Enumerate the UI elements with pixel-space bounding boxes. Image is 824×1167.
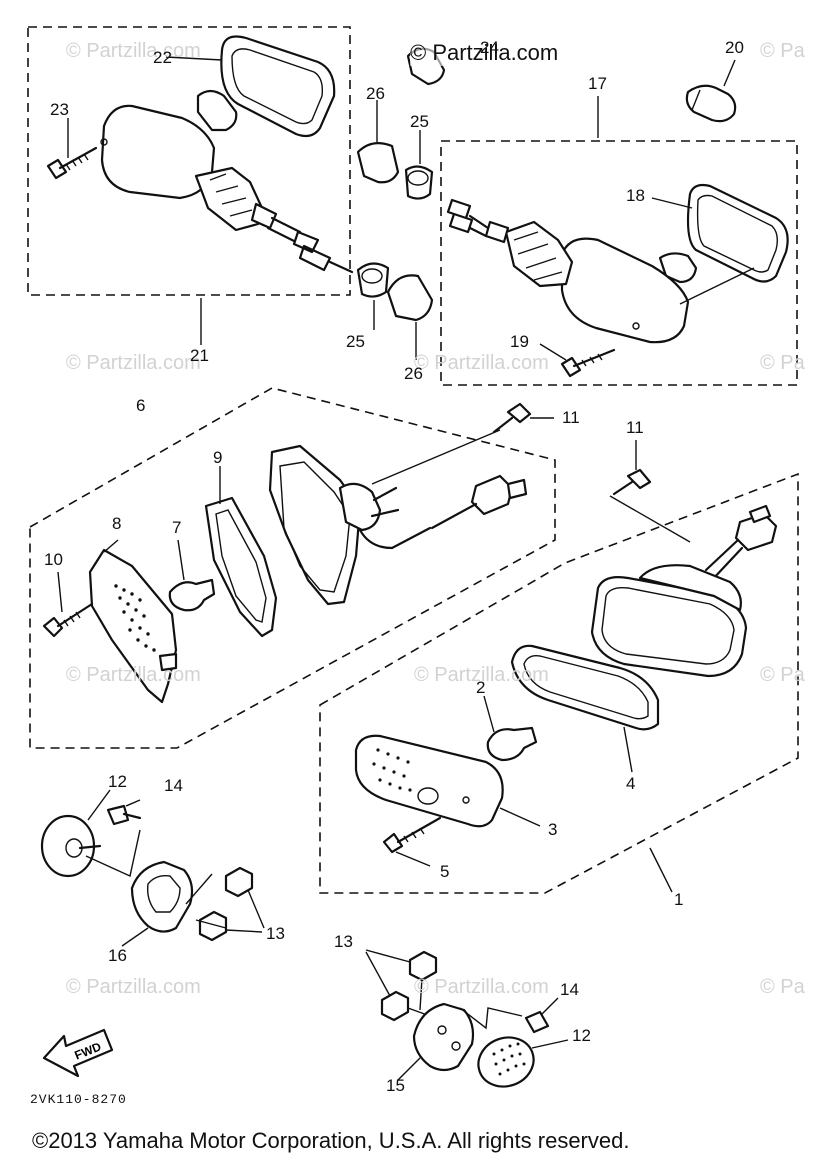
watermark: © Pa — [760, 664, 805, 686]
callout-12: 12 — [572, 1026, 591, 1045]
signal-body-17 — [446, 198, 690, 344]
bulb-right — [658, 252, 698, 284]
screw-23 — [46, 146, 98, 180]
callout-20: 20 — [725, 38, 744, 57]
signal-housing-1 — [590, 564, 748, 678]
callout-3: 3 — [548, 820, 558, 839]
callout-11: 11 — [626, 418, 644, 437]
callout-11: 11 — [562, 408, 580, 427]
callout-25: 25 — [346, 332, 365, 351]
callout-7: 7 — [172, 518, 182, 537]
connector-6 — [430, 474, 528, 530]
callout-24: 24 — [480, 38, 499, 57]
signal-lens-18 — [686, 183, 789, 283]
callout-13: 13 — [266, 924, 285, 943]
callout-9: 9 — [213, 448, 223, 467]
nut-13-upper — [224, 866, 254, 898]
diagram-code: 2VK110-8270 — [30, 1092, 127, 1107]
grommet-26-bottom — [386, 274, 434, 322]
fwd-arrow-icon: FWD — [42, 1028, 114, 1078]
callout-14: 14 — [164, 776, 183, 795]
lens-3 — [354, 734, 504, 828]
lens-8-dots — [114, 584, 156, 652]
watermark: © Partzilla.com — [414, 976, 549, 998]
watermark: © Partzilla.com — [414, 352, 549, 374]
group-box-1 — [319, 472, 799, 894]
grommet-25-top — [404, 165, 434, 200]
callout-22: 22 — [153, 48, 172, 67]
nut-13-bc-lower — [380, 990, 410, 1022]
watermark: © Pa — [760, 976, 805, 998]
watermark: © Partzilla.com — [414, 664, 549, 686]
watermark: © Pa — [760, 352, 805, 374]
callout-12: 12 — [108, 772, 127, 791]
callout-1: 1 — [674, 890, 684, 909]
bulb-20 — [685, 84, 737, 123]
signal-housing-6 — [268, 444, 432, 606]
cover-12-bc — [477, 1036, 535, 1088]
cover-12-bc-dots — [492, 1042, 526, 1076]
callout-10: 10 — [44, 550, 63, 569]
callout-6: 6 — [136, 396, 146, 415]
copyright-notice: ©2013 Yamaha Motor Corporation, U.S.A. A… — [32, 1128, 630, 1153]
callout-16: 16 — [108, 946, 127, 965]
screw-5 — [382, 816, 442, 854]
connector-1 — [704, 504, 778, 582]
screw-19 — [560, 348, 616, 378]
screw-14-left — [106, 804, 142, 826]
watermark: © Partzilla.com — [66, 664, 201, 686]
site-label: © Partzilla.com — [410, 40, 559, 66]
watermark: © Pa — [760, 40, 805, 62]
gasket-9 — [204, 496, 278, 638]
grommet-25-bottom — [356, 262, 390, 298]
signal-body-21 — [100, 104, 354, 274]
callout-17: 17 — [588, 74, 607, 93]
group-box-21 — [27, 26, 351, 296]
gasket-4 — [510, 644, 660, 731]
callout-5: 5 — [440, 862, 450, 881]
callout-4: 4 — [626, 774, 636, 793]
signal-lens-22 — [220, 35, 336, 138]
callout-15: 15 — [386, 1076, 405, 1095]
callout-26: 26 — [366, 84, 385, 103]
callout-13: 13 — [334, 932, 353, 951]
callout-8: 8 — [112, 514, 122, 533]
watermark: © Partzilla.com — [66, 352, 201, 374]
callout-19: 19 — [510, 332, 529, 351]
lens-3-dots — [372, 748, 412, 792]
lens-8 — [88, 548, 178, 704]
watermark: © Partzilla.com — [66, 40, 201, 62]
bracket-16 — [130, 860, 194, 933]
group-box-6 — [29, 387, 556, 749]
callout-25: 25 — [410, 112, 429, 131]
callout-26: 26 — [404, 364, 423, 383]
bracket-15 — [412, 1002, 475, 1072]
cover-12-left — [40, 814, 102, 878]
screw-11-right — [612, 468, 652, 496]
callout-18: 18 — [626, 186, 645, 205]
callout-2: 2 — [476, 678, 486, 697]
callout-14: 14 — [560, 980, 579, 999]
nut-13-lower — [198, 910, 228, 942]
bulb-2 — [486, 726, 538, 762]
watermark: © Partzilla.com — [66, 976, 201, 998]
grommet-26-top — [356, 141, 400, 184]
bulb-left — [196, 89, 238, 132]
screw-10 — [42, 602, 94, 638]
nut-13-bc-upper — [408, 950, 438, 982]
screw-14-bc — [524, 1010, 550, 1034]
callout-21: 21 — [190, 346, 209, 365]
screw-11-top — [492, 402, 532, 434]
callout-23: 23 — [50, 100, 69, 119]
bulb-7 — [168, 578, 216, 612]
